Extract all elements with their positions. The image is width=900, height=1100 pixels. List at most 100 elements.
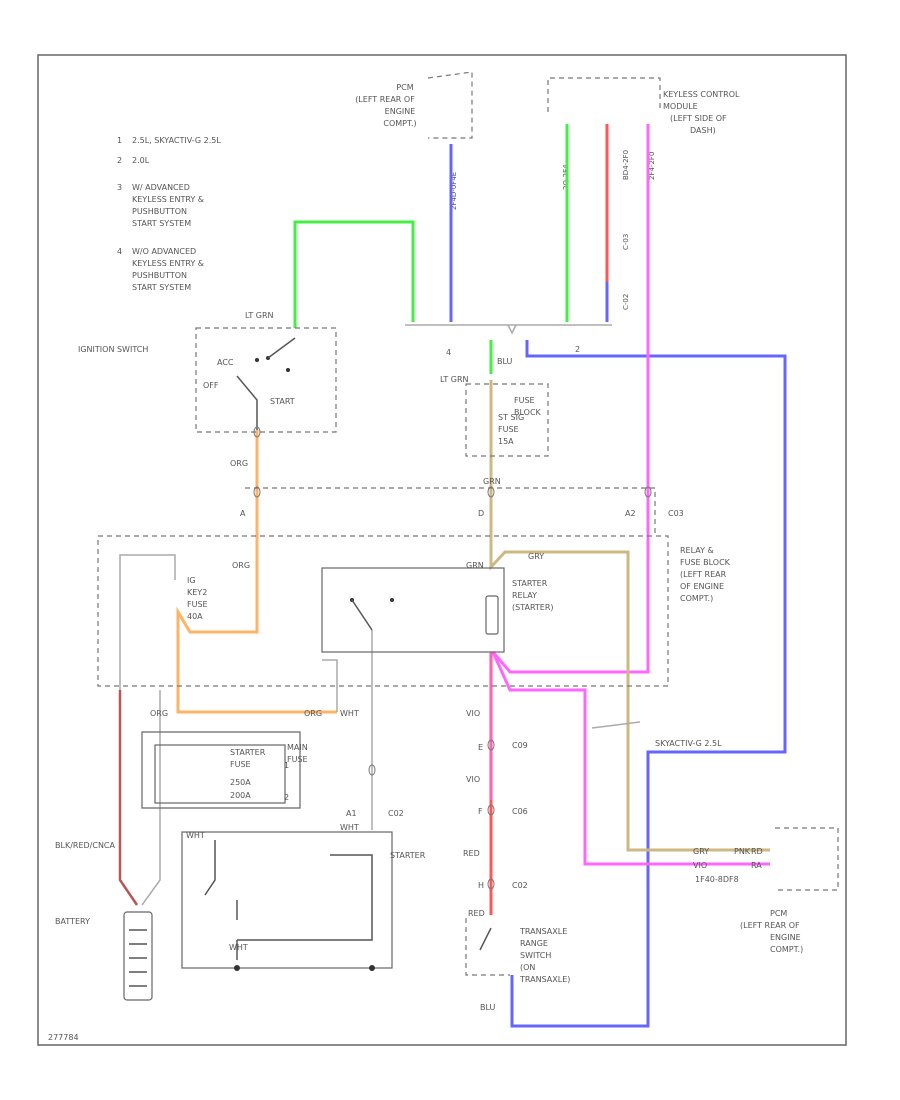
ignition-off-label: OFF [203, 381, 219, 390]
legend-text-3a: W/ ADVANCED [132, 183, 190, 192]
label-pnk: PNK [734, 847, 751, 856]
keyless-c03: C-03 [622, 234, 630, 250]
diagram-frame [37, 54, 847, 1046]
label-org-4: ORG [304, 709, 322, 718]
label-vio-c: VIO [693, 861, 707, 870]
label-gry-1: GRY [528, 552, 544, 561]
label-blu-bottom: BLU [480, 1003, 496, 1012]
connector-e: E [478, 743, 483, 752]
connector-rd: RD [751, 847, 763, 856]
label-org-1: ORG [230, 459, 248, 468]
pcm-bottom-line-2: (LEFT REAR OF [740, 921, 800, 930]
relay-block-line-5: COMPT.) [680, 594, 713, 603]
battery-wire-label: BLK/RED/CNCA [55, 841, 116, 850]
wire-magenta-pcm [491, 651, 770, 866]
relay-block-line-2: FUSE BLOCK [680, 558, 731, 567]
starter-motor: STARTER [181, 831, 426, 971]
label-red: RED [463, 849, 480, 858]
label-grn-a: GRN [483, 477, 501, 486]
starter-relay: STARTER RELAY (STARTER) [321, 567, 554, 653]
tr-switch-line-5: TRANSAXLE) [519, 975, 570, 984]
legend-num-4: 4 [117, 247, 122, 256]
label-wht-2: WHT [340, 823, 359, 832]
fuse-block-line-2: BLOCK [514, 408, 542, 417]
ignition-switch-title: IGNITION SWITCH [78, 345, 148, 354]
relay-block-line-1: RELAY & [680, 546, 714, 555]
st-sig-fuse-line-3: 15A [498, 437, 514, 446]
connector-marks [253, 426, 652, 890]
pcm-bottom-line-3: ENGINE [770, 933, 801, 942]
ig-key2-line-4: 40A [187, 612, 203, 621]
label-vio-b: VIO [466, 775, 480, 784]
starter-relay-line-3: (STARTER) [512, 603, 554, 612]
footer-id: 277784 [48, 1033, 79, 1042]
legend-text-3b: KEYLESS ENTRY & [132, 195, 204, 204]
keyless-c02: C-02 [622, 294, 630, 310]
wire-lt-grn-loop [293, 220, 415, 328]
starter-fuse-line-3: 250A [230, 778, 251, 787]
pcm-top-pins: 2F4D-0F4E [450, 172, 458, 210]
connector-c02: C02 [388, 809, 404, 818]
pcm-top-line-4: COMPT.) [383, 119, 416, 128]
label-blu-mid: BLU [497, 357, 513, 366]
keyless-control-module: KEYLESS CONTROL MODULE (LEFT SIDE OF DAS… [547, 77, 740, 310]
connector-a2: A2 [625, 509, 636, 518]
relay-fuse-block: RELAY & FUSE BLOCK (LEFT REAR OF ENGINE … [97, 487, 731, 687]
harness-tick [507, 324, 517, 335]
connector-a1: A1 [346, 809, 357, 818]
connector-c09: C09 [512, 741, 528, 750]
label-wht-1: WHT [340, 709, 359, 718]
ignition-switch: IGNITION SWITCH ACC OFF START [78, 327, 337, 433]
ig-key2-line-2: KEY2 [187, 588, 207, 597]
wire-blu-loop [510, 340, 787, 1028]
fuse-block: FUSE BLOCK ST SIG FUSE 15A [465, 383, 549, 457]
pcm-top: PCM (LEFT REAR OF ENGINE COMPT.) 2F4D-0F… [355, 71, 473, 210]
wire-gray-relay [322, 659, 338, 712]
connector-c03: C03 [668, 509, 684, 518]
battery: BATTERY BLK/RED/CNCA [55, 841, 153, 1001]
relay-block-line-4: OF ENGINE [680, 582, 724, 591]
pcm-bottom-line-4: COMPT.) [770, 945, 803, 954]
legend-text-3c: PUSHBUTTON [132, 207, 187, 216]
ignition-acc-label: ACC [217, 358, 234, 367]
tr-switch-line-3: SWITCH [520, 951, 551, 960]
ig-key2-line-1: IG [187, 576, 196, 585]
tr-switch-line-2: RANGE [520, 939, 548, 948]
wire-magenta-main [491, 124, 650, 674]
keyless-pins-b: BD4-2F0 [622, 150, 630, 180]
keyless-line-1: KEYLESS CONTROL [663, 90, 740, 99]
starter-fuse-line-1: STARTER [230, 748, 266, 757]
main-fuse-line-2: FUSE [287, 755, 308, 764]
starter-fuse-line-4: 200A [230, 791, 251, 800]
keyless-line-3: (LEFT SIDE OF [670, 114, 727, 123]
tr-switch-line-4: (ON [520, 963, 535, 972]
keyless-line-2: MODULE [663, 102, 698, 111]
legend-num-2: 2 [117, 156, 122, 165]
legend-text-4b: KEYLESS ENTRY & [132, 259, 204, 268]
wire-battery-gray [119, 554, 176, 690]
st-sig-fuse-line-1: ST SIG [498, 413, 524, 422]
starter-fuse-line-2: FUSE [230, 760, 251, 769]
legend-text-1: 2.5L, SKYACTIV-G 2.5L [132, 136, 221, 145]
keyless-pins-c: 2F4-2F0 [648, 152, 656, 180]
connector-2: 2 [575, 345, 580, 354]
wire-battery-dark-red [118, 690, 139, 906]
st-sig-fuse-line-2: FUSE [498, 425, 519, 434]
pcm-top-line-2: (LEFT REAR OF [355, 95, 415, 104]
starter-main-fuse: STARTER FUSE 250A 200A MAIN FUSE [141, 731, 308, 809]
connector-ra: RA [751, 861, 762, 870]
label-lt-grn-top: LT GRN [245, 311, 274, 320]
legend-text-4a: W/O ADVANCED [132, 247, 196, 256]
connector-c06: C06 [512, 807, 528, 816]
label-red-b: RED [468, 909, 485, 918]
fuse-block-line-1: FUSE [514, 396, 535, 405]
keyless-line-4: DASH) [690, 126, 716, 135]
connector-1: 1 [284, 761, 289, 770]
pcm-bottom-line-1: PCM [770, 909, 787, 918]
relay-block-line-3: (LEFT REAR [680, 570, 727, 579]
legend-num-3: 3 [117, 183, 122, 192]
ignition-start-label: START [270, 397, 295, 406]
label-wht-4: WHT [229, 943, 248, 952]
connector-a: A [240, 509, 246, 518]
